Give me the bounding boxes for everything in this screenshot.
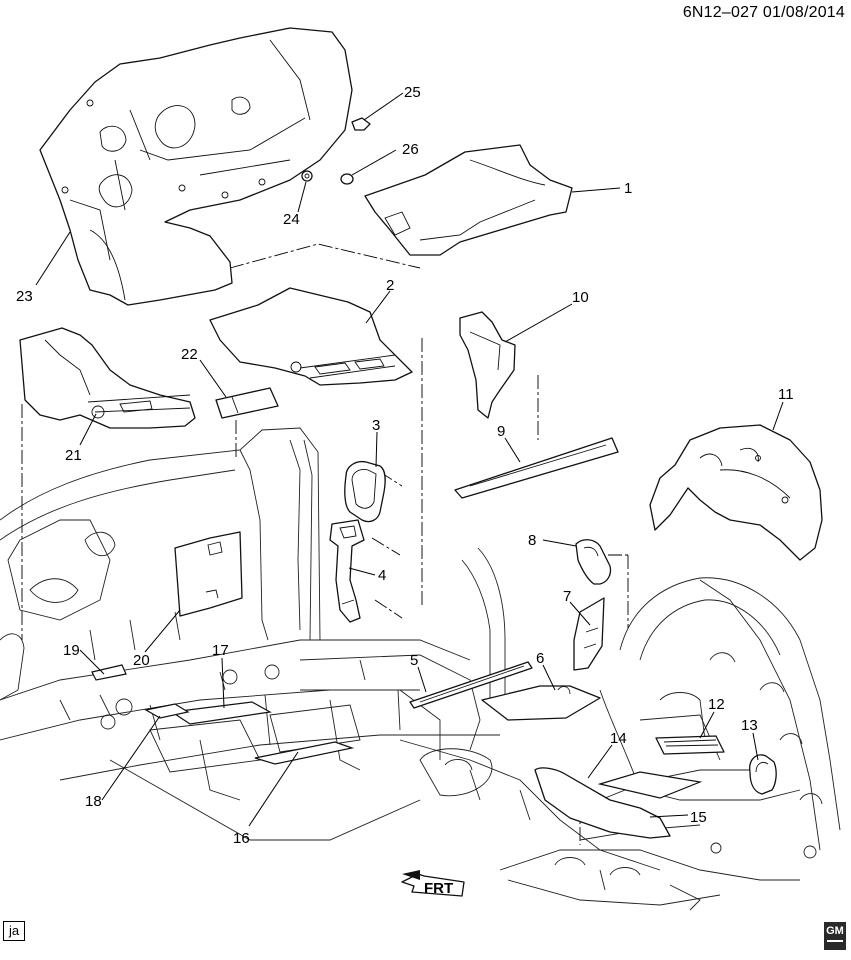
part-2-floor-insulator (209, 287, 413, 386)
part-12-pad (655, 735, 725, 755)
part-1-floor-insulator (364, 144, 573, 256)
callout-6: 6 (536, 650, 544, 667)
part-22-pad (215, 387, 279, 419)
callout-12: 12 (708, 696, 725, 713)
callout-7: 7 (563, 588, 571, 605)
part-25-clip (351, 117, 371, 131)
callout-2: 2 (386, 277, 394, 294)
callout-15: 15 (690, 809, 707, 826)
callout-5: 5 (410, 652, 418, 669)
part-26-nut (340, 173, 354, 185)
callout-24: 24 (283, 211, 300, 228)
callout-1: 1 (624, 180, 632, 197)
part-6-pad (481, 685, 601, 721)
part-10-panel (459, 311, 516, 419)
callout-8: 8 (528, 532, 536, 549)
callout-22: 22 (181, 346, 198, 363)
callout-4: 4 (378, 567, 386, 584)
part-17-pad (170, 701, 272, 725)
callout-25: 25 (404, 84, 421, 101)
callout-20: 20 (133, 652, 150, 669)
leader-lines (35, 92, 784, 827)
brand-logo-bar (827, 940, 843, 942)
brand-logo-text: GM (826, 925, 844, 937)
corner-tag: ja (3, 921, 25, 941)
part-19-pad (91, 664, 127, 681)
callout-11: 11 (778, 386, 794, 403)
callout-10: 10 (572, 289, 589, 306)
front-arrow: FRT (401, 870, 465, 897)
callout-17: 17 (212, 642, 229, 659)
callout-23: 23 (16, 288, 33, 305)
front-arrow-label: FRT (424, 880, 453, 897)
callout-21: 21 (65, 447, 82, 464)
part-24-grommet (301, 170, 313, 182)
callout-13: 13 (741, 717, 758, 734)
callout-14: 14 (610, 730, 627, 747)
callout-9: 9 (497, 423, 505, 440)
part-13-cover (749, 754, 777, 795)
callout-19: 19 (63, 642, 80, 659)
part-7-strap (573, 597, 605, 671)
callout-26: 26 (402, 141, 419, 158)
part-9-strip (454, 437, 619, 499)
brand-logo: GM (824, 922, 846, 950)
part-18-pad (144, 703, 190, 719)
part-8-cover (575, 539, 612, 585)
part-23-dash-insulator (39, 27, 353, 306)
part-11-wheelhouse-liner (649, 424, 823, 561)
phantom-lines (21, 243, 629, 845)
part-5-seal-strip (409, 661, 533, 709)
callout-labels: 1 2 3 4 5 6 7 8 9 10 11 12 13 14 15 16 1… (16, 84, 794, 847)
part-14-pad (597, 771, 703, 799)
callout-16: 16 (233, 830, 250, 847)
part-15-strip (534, 767, 671, 839)
callout-3: 3 (372, 417, 380, 434)
diagram-id: 6N12–027 01/08/2014 (682, 4, 845, 21)
part-4-seal (329, 519, 365, 623)
part-16-pad (254, 741, 355, 765)
part-3-cover (344, 460, 386, 523)
part-21-floor-insulator (19, 327, 196, 429)
part-20-pad (174, 531, 243, 617)
callout-18: 18 (85, 793, 102, 810)
